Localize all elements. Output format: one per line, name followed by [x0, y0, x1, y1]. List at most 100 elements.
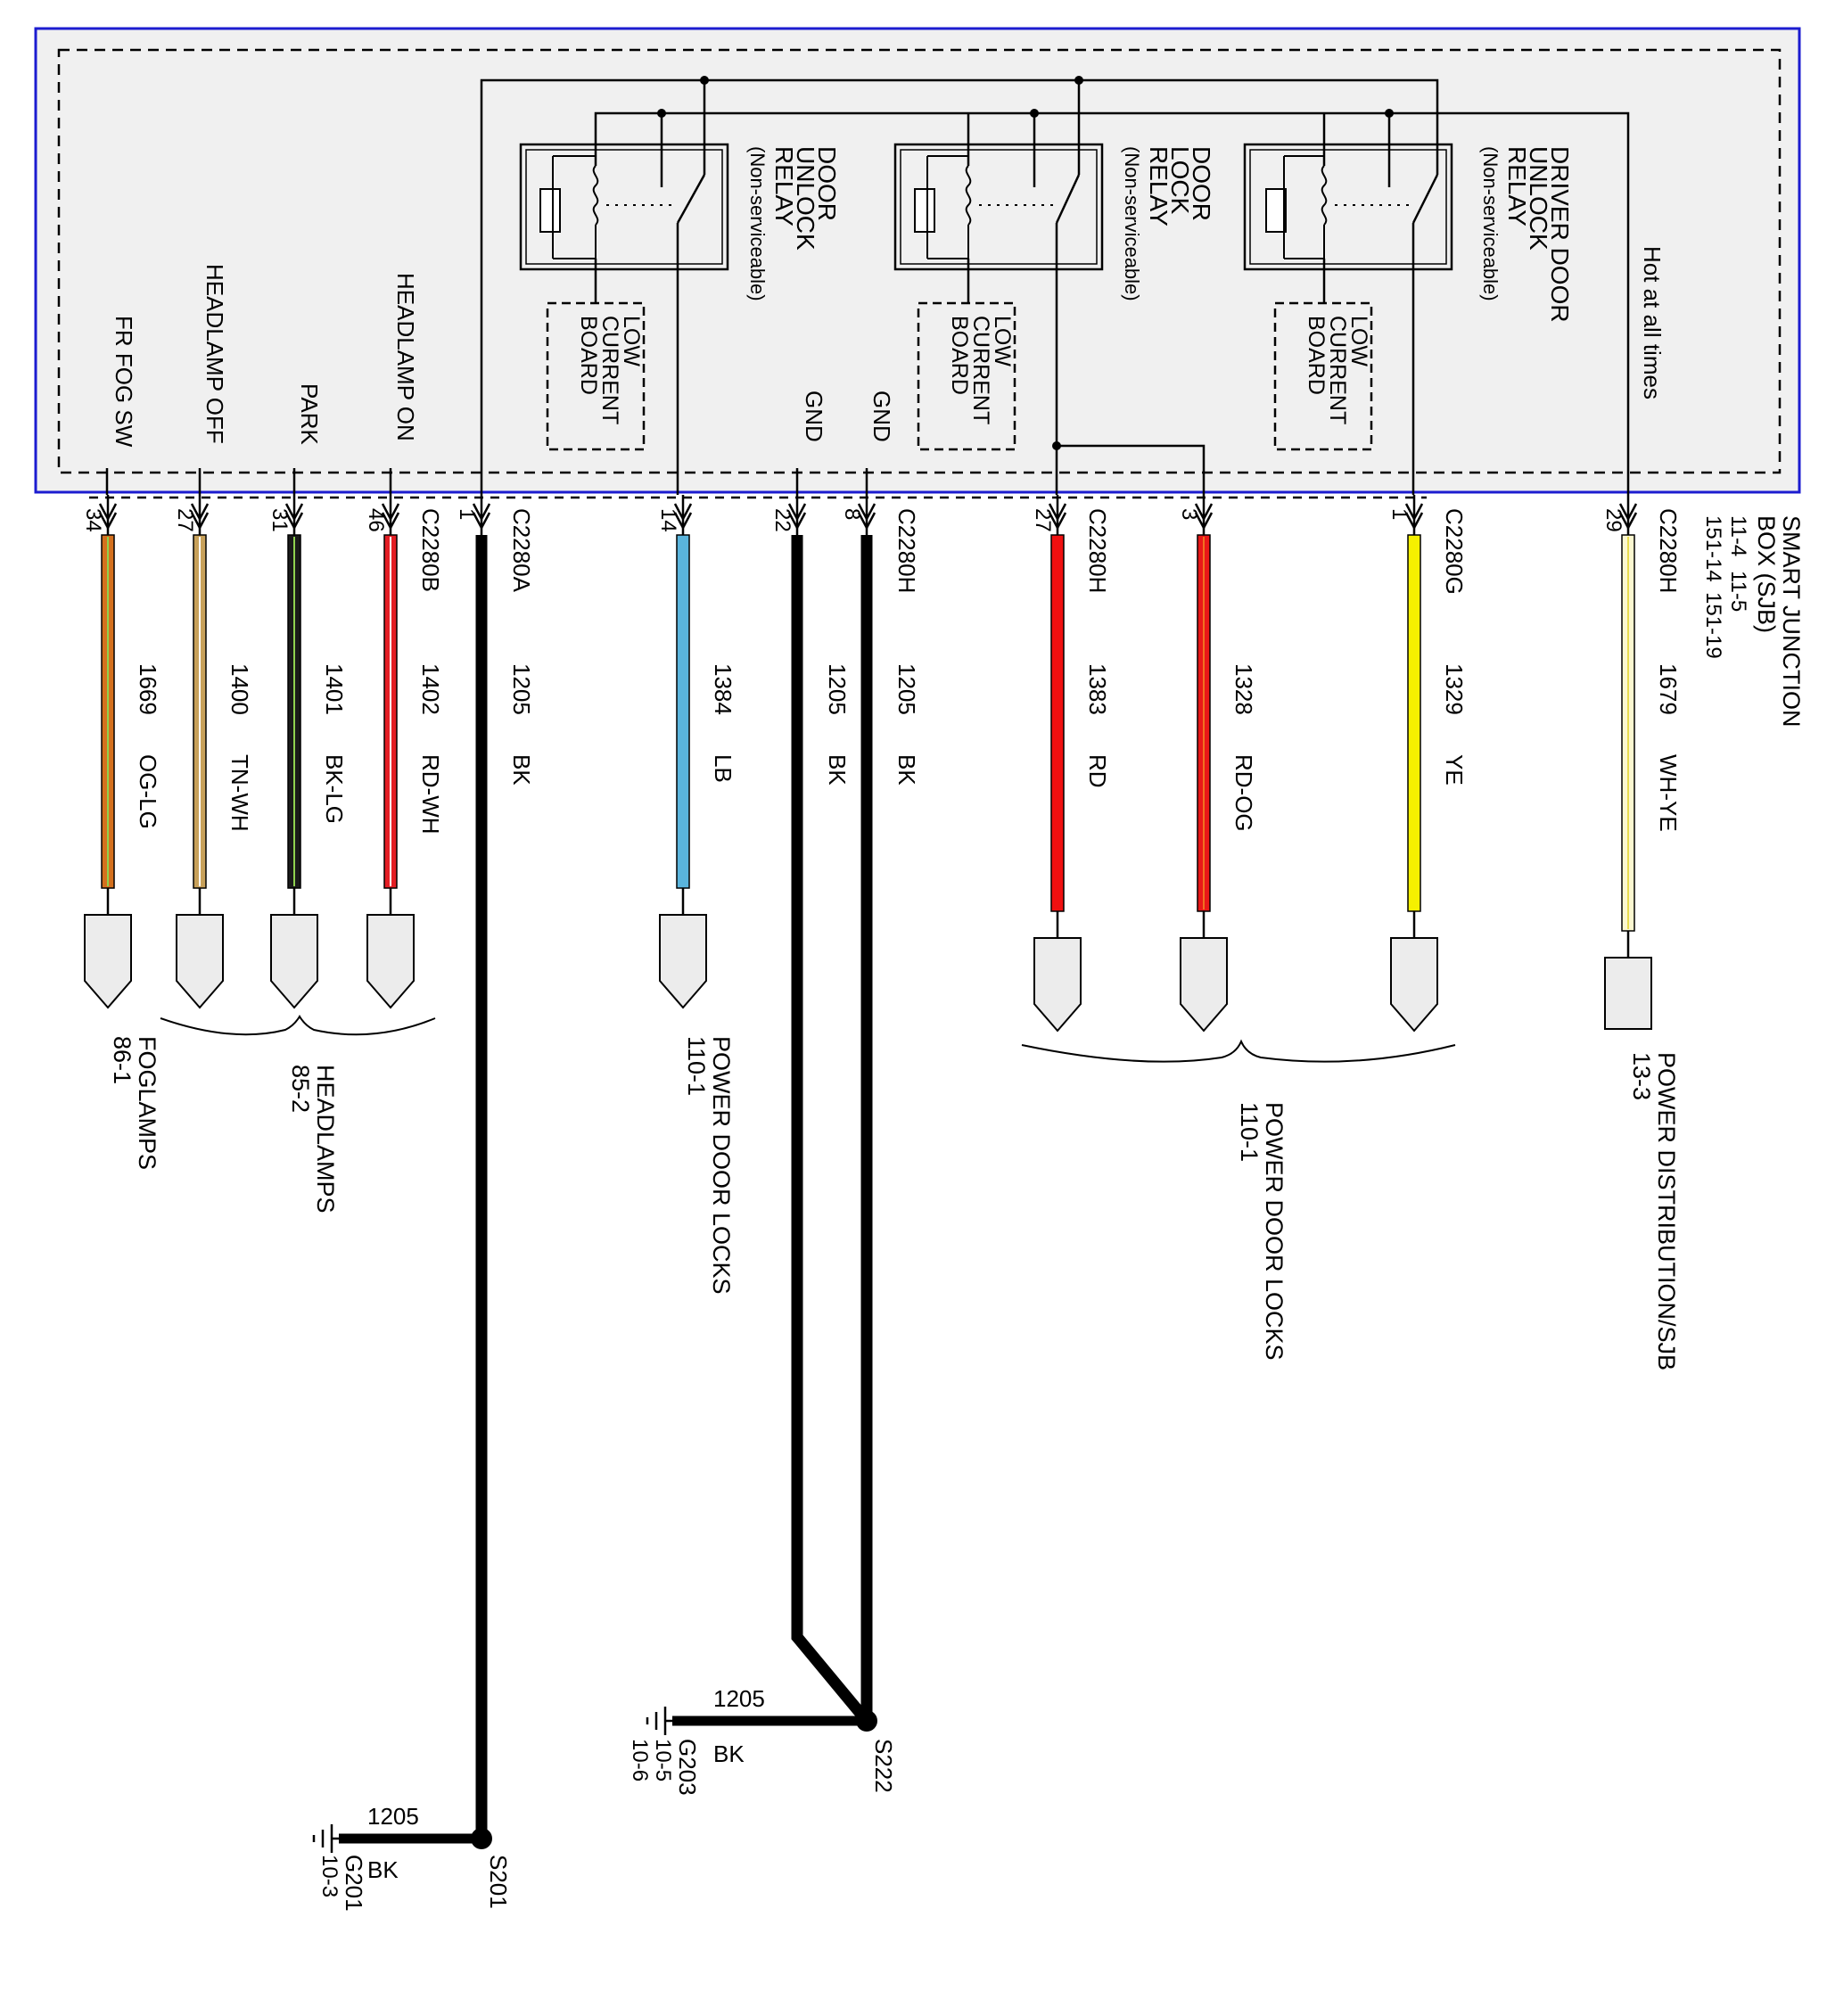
s201-color-label: BK	[367, 1856, 399, 1883]
low-current-board-2-label-line-1: LOW	[990, 316, 1015, 366]
low-current-board-1-label-line-1: LOW	[619, 316, 644, 366]
ground-s222	[646, 1707, 877, 1735]
circuit-label-2: 1400	[226, 663, 253, 715]
relay-driver-door-unlock	[1243, 143, 1453, 271]
power-door-locks-destination-1-line-2: 110-1	[683, 1036, 710, 1096]
relay-door-unlock	[519, 143, 729, 271]
color-code-label-1: OG-LG	[135, 754, 161, 829]
s222-color-label: BK	[713, 1740, 745, 1767]
connector-label-5: C2280A	[508, 508, 535, 593]
circuit-label-6: 1384	[710, 663, 737, 715]
power-door-locks-destination-1-line-1: POWER DOOR LOCKS	[708, 1036, 735, 1295]
wire-1402-4	[381, 495, 400, 915]
relay-door-lock-label-line-3: RELAY	[1145, 146, 1173, 226]
wire-1205-8	[857, 495, 876, 1721]
pin-label-8: 8	[840, 508, 864, 520]
relay-driver-door-unlock-note: (Non-serviceable)	[1479, 146, 1502, 301]
sjb-ref-151-19: 151-19	[1701, 592, 1725, 659]
pin-label-6: 14	[656, 508, 680, 532]
connector-label-4: C2280B	[417, 508, 444, 592]
color-code-label-9: RD	[1084, 754, 1111, 788]
gnd-label-a: GND	[801, 391, 827, 442]
sjb-ref-11-5: 11-5	[1726, 571, 1750, 612]
circuit-label-9: 1383	[1084, 663, 1111, 715]
ground-g201-label: G201	[341, 1855, 367, 1912]
wire-1329-11	[1404, 495, 1424, 938]
relay-driver-door-unlock-label-line-3: RELAY	[1503, 146, 1531, 226]
brace-headlamps	[160, 1015, 436, 1036]
relay-door-unlock-note: (Non-serviceable)	[746, 146, 769, 301]
circuit-label-11: 1329	[1441, 663, 1468, 715]
low-current-board-1-label-line-2: CURRENT	[597, 316, 622, 424]
low-current-board-3-label-line-2: CURRENT	[1325, 316, 1350, 424]
pin-label-12: 29	[1601, 508, 1625, 532]
splice-s201-label: S201	[485, 1855, 512, 1909]
circuit-label-7: 1205	[824, 663, 851, 715]
low-current-board-1-label-line-3: BOARD	[576, 316, 601, 395]
gnd-label-b: GND	[868, 391, 895, 442]
connector-label-11: C2280G	[1441, 508, 1468, 595]
wire-1205-5	[472, 495, 491, 1839]
pin-label-11: 1	[1387, 508, 1411, 520]
wire-1383-9	[1048, 495, 1067, 938]
wire-1328-10	[1194, 495, 1214, 938]
fr-fog-sw-label: FR FOG SW	[111, 316, 137, 448]
color-code-label-8: BK	[893, 754, 920, 786]
power-door-locks-destination-2-line-1: POWER DOOR LOCKS	[1261, 1102, 1288, 1361]
brace-power-door-locks	[1021, 1039, 1456, 1063]
headlamp-on-label: HEADLAMP ON	[392, 273, 419, 441]
relay-door-lock-label-line-1: DOOR	[1188, 146, 1215, 221]
headlamps-destination-line-2: 85-2	[287, 1065, 314, 1113]
hot-at-all-times-label: Hot at all times	[1639, 246, 1666, 399]
circuit-label-1: 1669	[135, 663, 161, 715]
connector-label-8: C2280H	[893, 508, 920, 593]
low-current-board-2-label-line-3: BOARD	[947, 316, 972, 395]
pin-label-4: 46	[364, 508, 388, 532]
color-code-label-5: BK	[508, 754, 535, 786]
relay-door-unlock-label-line-1: DOOR	[813, 146, 841, 221]
low-current-board-2-label-line-2: CURRENT	[968, 316, 993, 424]
sjb-ref-151-14: 151-14	[1701, 515, 1725, 582]
park-label: PARK	[296, 383, 323, 446]
pin-label-1: 34	[81, 508, 105, 532]
circuit-label-12: 1679	[1655, 663, 1682, 715]
bus-junction-dots	[657, 76, 1394, 450]
power-door-locks-destination-2-line-2: 110-1	[1236, 1102, 1263, 1162]
color-code-label-2: TN-WH	[226, 754, 253, 832]
color-code-label-4: RD-WH	[417, 754, 444, 835]
pin-label-5: 1	[455, 508, 479, 520]
low-current-board-2	[917, 301, 1016, 451]
low-current-board-3	[1273, 301, 1373, 451]
sjb-module-inner-dashed	[57, 48, 1782, 474]
ground-s201	[312, 1824, 492, 1853]
splice-s222-label: S222	[870, 1739, 897, 1793]
circuit-label-3: 1401	[321, 663, 348, 715]
low-current-board-3-label-line-1: LOW	[1346, 316, 1371, 366]
relay-door-unlock-label-line-3: RELAY	[770, 146, 798, 226]
ground-g201-ref-1: 10-3	[317, 1855, 342, 1897]
wire-1400-2	[190, 495, 210, 915]
pin-label-2: 27	[173, 508, 197, 532]
connector-label-9: C2280H	[1084, 508, 1111, 593]
headlamp-off-label: HEADLAMP OFF	[202, 264, 228, 444]
color-code-label-3: BK-LG	[321, 754, 348, 824]
sjb-name-line-1: SMART JUNCTION	[1778, 515, 1805, 728]
headlamps-destination-line-1: HEADLAMPS	[312, 1065, 339, 1214]
power-distribution-destination-line-1: POWER DISTRIBUTION/SJB	[1653, 1052, 1680, 1370]
low-current-board-1	[546, 301, 646, 451]
connector-label-12: C2280H	[1655, 508, 1682, 593]
ground-symbol-g203	[646, 1707, 672, 1735]
circuit-label-4: 1402	[417, 663, 444, 715]
color-code-label-10: RD-OG	[1230, 754, 1257, 832]
color-code-label-11: YE	[1441, 754, 1468, 786]
splice-s201-dot	[471, 1828, 492, 1849]
foglamps-destination-line-1: FOGLAMPS	[134, 1036, 160, 1170]
pin-label-10: 3	[1177, 508, 1201, 520]
relay-driver-door-unlock-label-line-1: DRIVER DOOR	[1546, 146, 1574, 323]
color-code-label-12: WH-YE	[1655, 754, 1682, 832]
wire-1669-1	[98, 495, 118, 915]
ground-symbol-g201	[312, 1824, 339, 1853]
wire-1205-7	[787, 495, 872, 1725]
pin-label-3: 31	[267, 508, 292, 532]
